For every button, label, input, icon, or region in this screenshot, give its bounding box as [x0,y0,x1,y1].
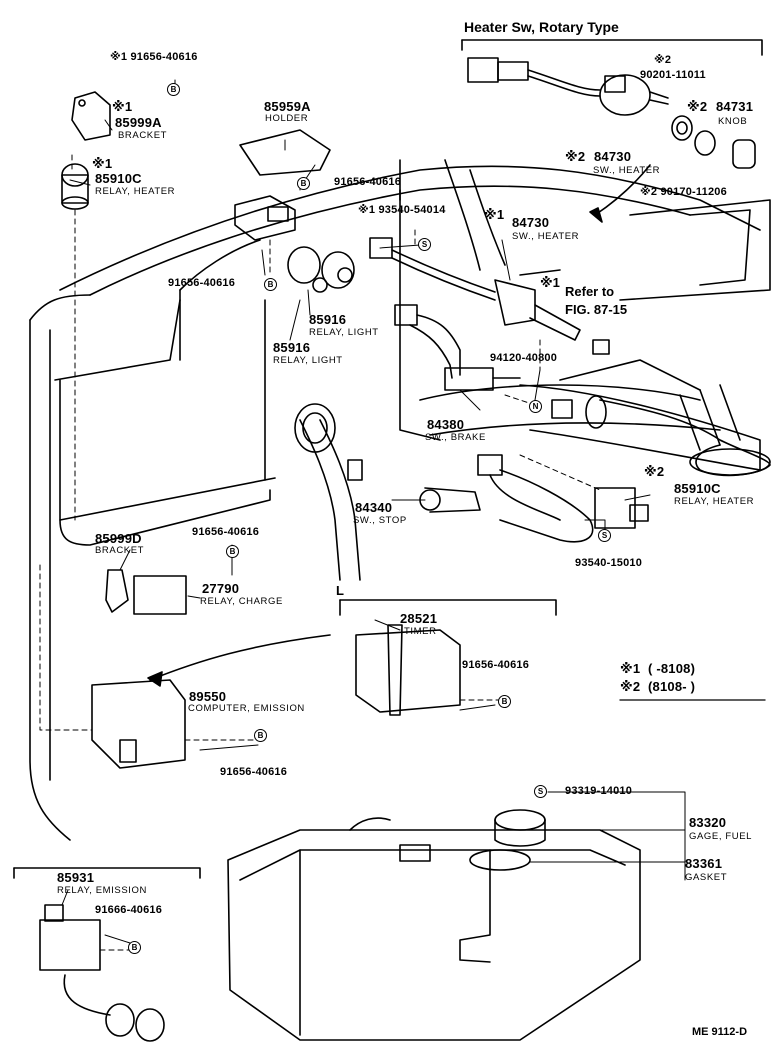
part-91656-40616-holder: 91656-40616 [334,176,402,188]
mark-2-relay: ※2 [644,464,665,479]
bolt-marker-b: B [226,545,239,558]
part-84730-mid-name: SW., HEATER [512,231,580,242]
part-85999A-name: BRACKET [118,130,168,141]
group-label-L: L [336,583,345,598]
part-85959A-name: HOLDER [265,113,309,124]
mark-2-90201: ※2 [654,54,672,66]
part-28521: 28521 [400,611,438,626]
heater-switch-rotary-title: Heater Sw, Rotary Type [464,19,619,35]
dashboard-outline [29,159,771,841]
mark-2-knob: ※2 [687,99,708,114]
part-84380-name: SW., BRAKE [425,432,486,443]
part-83320: 83320 [689,815,727,830]
refer-fig-text: FIG. 87-15 [565,302,628,317]
part-85910C-right-name: RELAY, HEATER [674,496,755,507]
part-83361: 83361 [685,856,723,871]
brake-pedal-arm [294,403,363,581]
screw-marker-s: S [598,529,611,542]
part-93540-15010: 93540-15010 [575,557,643,569]
emission-relay [13,867,201,1042]
heater-switch-lever [369,237,610,355]
refer-mark-1: ※1 [540,275,560,290]
part-85910C-topleft-name: RELAY, HEATER [95,186,176,197]
legend-range-2: (8108- ) [648,679,696,694]
part-85916-b: 85916 [273,340,311,355]
part-83320-name: GAGE, FUEL [689,831,753,842]
part-85916-a: 85916 [309,312,347,327]
part-84340: 84340 [355,500,393,515]
part-91666-40616: 91666-40616 [95,904,163,916]
screw-marker-s: S [534,785,547,798]
part-84730-top-name: SW., HEATER [593,165,661,176]
charge-relay [105,569,187,615]
part-28521-name: TIMER [404,626,437,637]
bolt-marker-b: B [498,695,511,708]
mark-1-bracket: ※1 [112,99,133,114]
heater-relay-bracket-topleft [61,91,111,210]
screw-marker-s: S [418,238,431,251]
part-89550-name: COMPUTER, EMISSION [188,703,305,714]
stop-switch-wiring [419,454,649,543]
light-relay-holder [234,129,355,293]
mark-1-relay: ※1 [92,156,113,171]
part-85931: 85931 [57,870,95,885]
part-85999A: 85999A [115,115,162,130]
mark-2-heater-sw: ※2 [565,149,586,164]
steering-column [519,384,771,477]
bolt-marker-b: B [167,83,180,96]
part-84731-name: KNOB [718,116,748,127]
fuel-tank [227,809,641,1041]
legend-mark-1: ※1 [620,661,641,676]
part-85999D: 85999D [95,531,142,546]
part-91656-40616-timer: 91656-40616 [462,659,530,671]
leader-lines [61,119,686,944]
part-94120-40800: 94120-40800 [490,352,558,364]
heater-switch-rotary-assembly [461,39,763,223]
part-85931-name: RELAY, EMISSION [57,885,147,896]
part-93540-54014: ※1 93540-54014 [358,204,446,216]
part-91656-40616-mid: 91656-40616 [168,277,236,289]
part-91656-40616-89550: 91656-40616 [220,766,288,778]
part-84731: 84731 [716,99,754,114]
legend-range-1: ( -8108) [648,661,696,676]
part-89550: 89550 [189,689,227,704]
part-83361-name: GASKET [685,872,728,883]
part-90170-11206: ※2 90170-11206 [640,186,727,198]
bolt-marker-b: B [254,729,267,742]
timer-module [339,599,557,716]
part-91656-40616-top: ※1 91656-40616 [110,51,198,63]
legend-mark-2: ※2 [620,679,641,694]
part-91656-40616-85999D: 91656-40616 [192,526,260,538]
part-84340-name: SW., STOP [353,515,407,526]
part-85916-a-name: RELAY, LIGHT [309,327,379,338]
part-27790-name: RELAY, CHARGE [200,596,283,607]
part-85910C-topleft: 85910C [95,171,142,186]
part-93319-14010: 93319-14010 [565,785,633,797]
dashed-reference-lines [39,79,601,951]
brake-switch-wiring [394,304,573,419]
part-90201-11011: 90201-11011 [640,69,706,81]
part-84380: 84380 [427,417,465,432]
part-85959A: 85959A [264,99,311,114]
mark-1-heater-sw: ※1 [484,207,505,222]
part-84730-top: 84730 [594,149,632,164]
part-85916-b-name: RELAY, LIGHT [273,355,343,366]
part-84730-mid: 84730 [512,215,550,230]
nut-marker-n: N [529,400,542,413]
drawing-code: ME 9112-D [692,1026,748,1038]
part-85999D-name: BRACKET [95,545,145,556]
bolt-marker-b: B [128,941,141,954]
refer-to-text: Refer to [565,284,615,299]
part-27790: 27790 [202,581,240,596]
part-85910C-right: 85910C [674,481,721,496]
bolt-marker-b: B [297,177,310,190]
bolt-marker-b: B [264,278,277,291]
emission-computer [91,634,331,769]
